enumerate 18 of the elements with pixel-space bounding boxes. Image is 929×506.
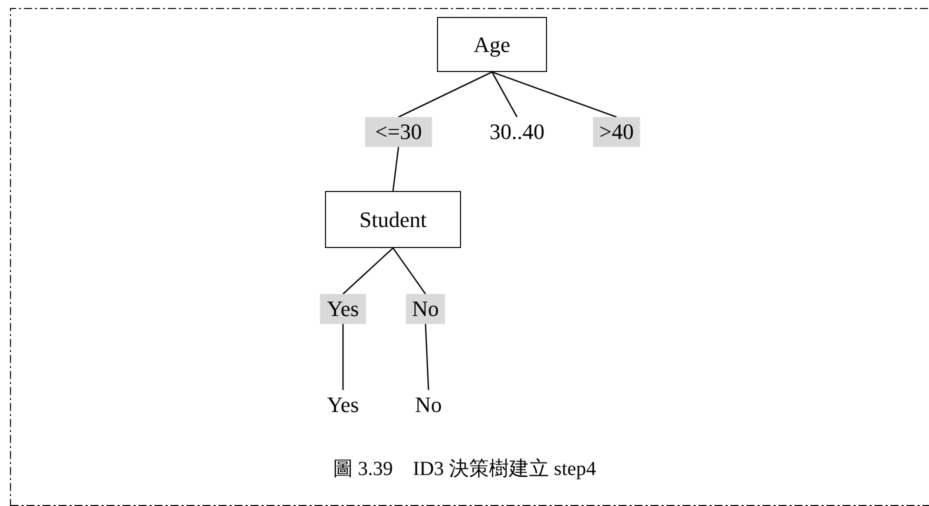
branch-label: 30..40: [474, 117, 560, 147]
tree-branch-line: [342, 248, 394, 294]
branch-label: No: [406, 294, 445, 324]
branch-label: Yes: [320, 294, 366, 324]
leaf-label: No: [409, 390, 448, 420]
tree-branch-line: [491, 72, 518, 118]
tree-branch-line: [392, 146, 400, 192]
tree-branch-line: [492, 71, 617, 118]
tree-branch-line: [342, 324, 344, 390]
tree-branch-line: [424, 324, 430, 390]
branch-label: <=30: [365, 117, 432, 147]
figure-caption: 圖 3.39 ID3 決策樹建立 step4: [332, 457, 596, 482]
tree-branch-line: [398, 71, 492, 118]
tree-branch-line: [392, 248, 426, 294]
branch-label: >40: [593, 117, 640, 147]
split-node-box: Student: [325, 191, 461, 248]
split-node-box: Age: [437, 17, 547, 72]
leaf-label: Yes: [320, 390, 366, 420]
